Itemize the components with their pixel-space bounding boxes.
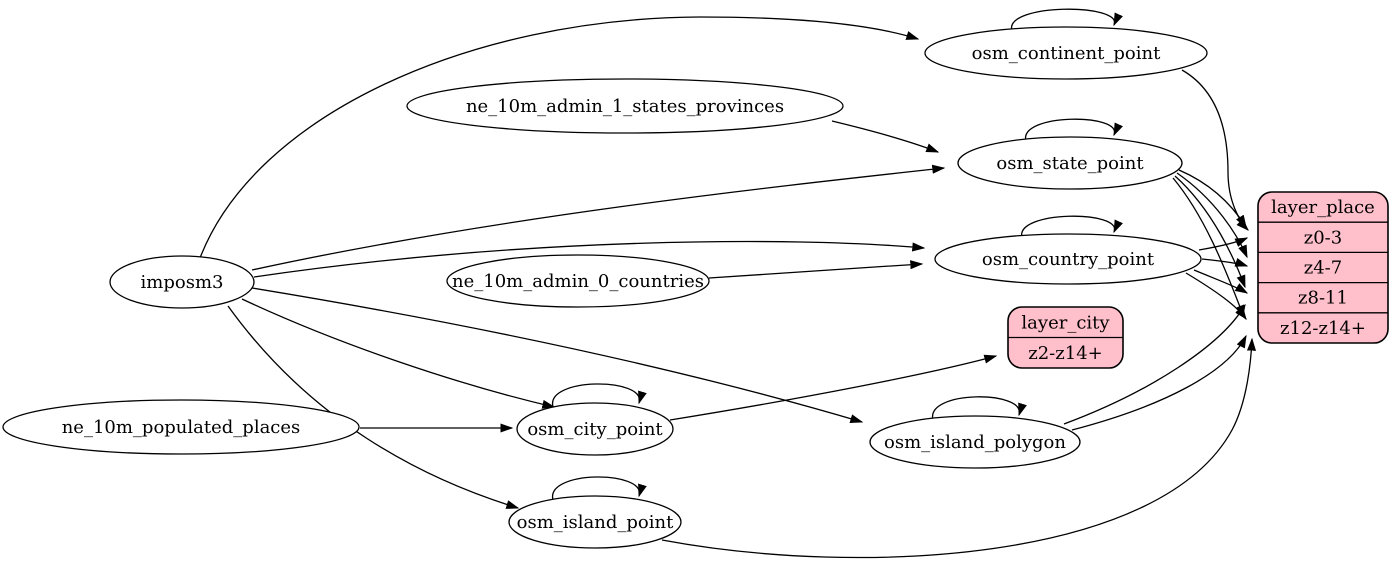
node-osm_continent_point: osm_continent_point	[924, 26, 1208, 80]
edge-osm_island_polygon-to-osm_island_polygon	[932, 396, 1027, 421]
edge-imposm3-to-osm_island_polygon	[251, 287, 864, 424]
record-box-layer_place	[1257, 191, 1389, 344]
node-ellipse-osm_state_point	[957, 136, 1183, 190]
edge-imposm3-to-osm_island_point	[227, 305, 520, 509]
edge-osm_state_point-to-layer_place-z4-7	[1176, 172, 1248, 259]
edge-osm_island_polygon-to-layer_place-z8-11	[1063, 303, 1246, 425]
node-ellipse-ne_10m_admin_1_states_provinces	[406, 78, 844, 134]
node-ellipse-osm_island_point	[508, 495, 682, 549]
node-ellipse-ne_10m_admin_0_countries	[446, 254, 710, 308]
record-title-layer_city: layer_city	[1021, 312, 1110, 333]
edge-ne_10m_admin_0_countries-to-osm_country_point	[708, 260, 924, 279]
node-label-osm_state_point: osm_state_point	[996, 153, 1144, 174]
edge-osm_city_point-to-layer_city-z2-z14-	[669, 354, 998, 421]
record-row-layer_place-3: z12-z14+	[1280, 318, 1366, 339]
node-imposm3: imposm3	[109, 255, 255, 309]
node-osm_state_point: osm_state_point	[957, 136, 1183, 190]
edge-osm_country_point-to-layer_place-z12-z14-	[1185, 272, 1247, 321]
node-label-osm_island_point: osm_island_point	[517, 512, 674, 533]
node-label-osm_city_point: osm_city_point	[527, 419, 663, 440]
edge-osm_country_point-to-layer_place-z4-7	[1201, 257, 1249, 267]
edge-osm_state_point-to-osm_state_point	[1025, 118, 1123, 142]
edge-imposm3-to-osm_country_point	[253, 240, 926, 278]
node-ellipse-osm_city_point	[516, 402, 674, 456]
edge-ne_10m_admin_1_states_provinces-to-osm_state_point	[831, 120, 940, 153]
node-osm_country_point: osm_country_point	[934, 233, 1202, 285]
edge-osm_country_point-to-layer_place-z8-11	[1193, 269, 1249, 294]
edge-osm_state_point-to-layer_place-z8-11	[1174, 175, 1246, 289]
record-layer_place: layer_place z0-3 z4-7 z8-11 z12-z14+	[1257, 191, 1389, 344]
record-row-layer_city-0: z2-z14+	[1028, 343, 1103, 364]
node-osm_city_point: osm_city_point	[516, 402, 674, 456]
node-label-osm_continent_point: osm_continent_point	[972, 43, 1161, 64]
edge-osm_continent_point-to-layer_place-z0-3	[1181, 69, 1249, 231]
edge-imposm3-to-osm_state_point	[251, 164, 946, 271]
node-ne_10m_admin_1_states_provinces: ne_10m_admin_1_states_provinces	[406, 78, 844, 134]
edge-osm_island_point-to-osm_island_point	[552, 476, 647, 501]
edge-osm_state_point-to-layer_place-z0-3	[1178, 169, 1247, 229]
edge-osm_country_point-to-osm_country_point	[1021, 215, 1123, 239]
node-osm_island_polygon: osm_island_polygon	[869, 415, 1081, 469]
node-ellipse-osm_continent_point	[924, 26, 1208, 80]
node-label-ne_10m_populated_places: ne_10m_populated_places	[62, 417, 301, 438]
edge-osm_continent_point-to-osm_continent_point	[1011, 8, 1123, 32]
node-ellipse-osm_country_point	[934, 233, 1202, 285]
node-label-osm_country_point: osm_country_point	[982, 249, 1155, 270]
record-row-layer_place-0: z0-3	[1304, 227, 1342, 248]
record-title-layer_place: layer_place	[1271, 197, 1375, 218]
node-label-osm_island_polygon: osm_island_polygon	[884, 432, 1066, 453]
node-label-ne_10m_admin_1_states_provinces: ne_10m_admin_1_states_provinces	[466, 96, 784, 117]
node-ne_10m_populated_places: ne_10m_populated_places	[2, 399, 360, 455]
node-ellipse-ne_10m_populated_places	[2, 399, 360, 455]
record-row-layer_place-2: z8-11	[1298, 288, 1348, 309]
edge-osm_city_point-to-osm_city_point	[552, 383, 647, 408]
node-ellipse-imposm3	[109, 255, 255, 309]
record-layer_city: layer_city z2-z14+	[1007, 306, 1124, 369]
edge-imposm3-to-osm_continent_point	[199, 16, 920, 259]
node-osm_island_point: osm_island_point	[508, 495, 682, 549]
record-row-layer_place-1: z4-7	[1304, 258, 1342, 279]
edge-osm_island_polygon-to-layer_place-z12-z14-	[1071, 334, 1247, 431]
edge-osm_country_point-to-layer_place-z0-3	[1198, 237, 1249, 251]
node-ne_10m_admin_0_countries: ne_10m_admin_0_countries	[446, 254, 710, 308]
node-label-imposm3: imposm3	[141, 272, 224, 293]
node-ellipse-osm_island_polygon	[869, 415, 1081, 469]
node-label-ne_10m_admin_0_countries: ne_10m_admin_0_countries	[452, 271, 704, 292]
edge-osm_island_point-to-layer_place-z12-z14-	[661, 337, 1257, 559]
edge-imposm3-to-osm_city_point	[241, 298, 556, 409]
